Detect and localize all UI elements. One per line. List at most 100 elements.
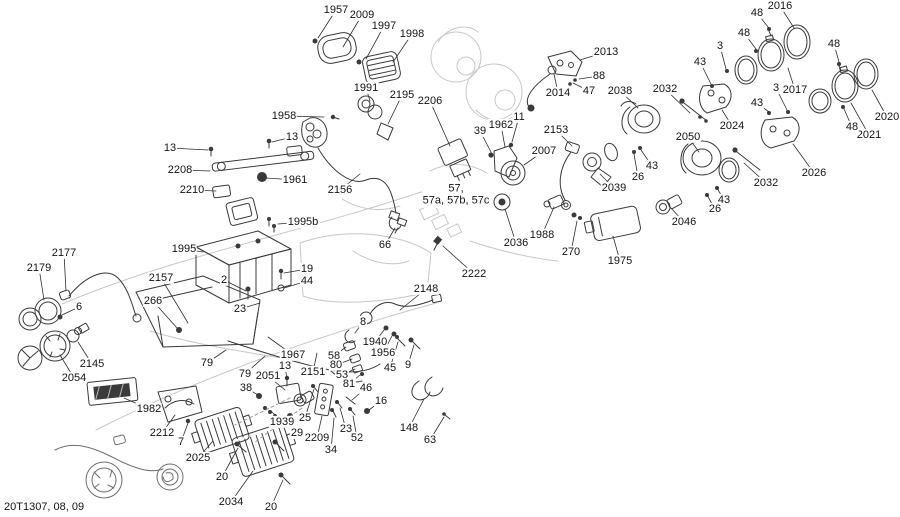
screw-25: [311, 384, 319, 393]
part-callout-79: 79: [199, 356, 215, 370]
part-lamp-sockets: [54, 434, 184, 499]
part-callout-2025: 2025: [184, 451, 212, 465]
screw-1995b: [267, 217, 271, 227]
nut-16: [364, 408, 370, 414]
part-callout-3: 3: [771, 81, 781, 95]
part-callout-266: 266: [142, 294, 164, 308]
part-callout-2151: 2151: [299, 365, 327, 379]
part-callout-1975: 1975: [606, 254, 634, 268]
part-callout-270: 270: [560, 245, 582, 259]
part-callout-29: 29: [289, 426, 305, 440]
part-callout-2007: 2007: [530, 144, 558, 158]
part-vent-1998: [362, 51, 401, 85]
washer-270: [571, 212, 577, 218]
screw-48: [767, 27, 771, 31]
part-callout-16: 16: [373, 394, 389, 408]
part-callout-3: 3: [715, 39, 725, 53]
relay-1975: [583, 205, 641, 242]
part-callout-13: 13: [162, 141, 178, 155]
part-callout-2024: 2024: [718, 119, 746, 133]
part-callout-79: 79: [237, 367, 253, 381]
part-callout-47: 47: [581, 84, 597, 98]
part-callout-2032: 2032: [752, 176, 780, 190]
part-callout-1962: 1962: [487, 118, 515, 132]
screw-48: [837, 62, 841, 66]
part-callout-2034: 2034: [217, 495, 245, 509]
leader-line: [160, 277, 189, 324]
part-battery-1995: [195, 217, 292, 304]
part-callout-38: 38: [238, 381, 254, 395]
part-callout-1982: 1982: [135, 402, 163, 416]
part-callout-1995b: 1995b: [286, 215, 320, 229]
nut-266: [176, 327, 182, 333]
part-callout-2032: 2032: [651, 82, 679, 96]
part-callout-20: 20: [263, 500, 279, 514]
screw-6: [57, 314, 63, 320]
part-callout-45: 45: [382, 361, 398, 375]
part-callout-2212: 2212: [148, 426, 176, 440]
part-callout-1961: 1961: [281, 173, 309, 187]
part-callout-23: 23: [232, 302, 248, 316]
part-callout-1967: 1967: [279, 348, 307, 362]
part-ring-set-right: [679, 58, 879, 171]
part-callout-39: 39: [472, 124, 488, 138]
leader-line: [429, 100, 451, 147]
part-callout-2036: 2036: [502, 236, 530, 250]
part-switch-cluster-2156: [301, 117, 408, 227]
screw-1957: [312, 38, 318, 44]
part-bracket-2013: [527, 50, 583, 112]
part-callout-66: 66: [377, 238, 393, 252]
connector-80: [349, 353, 362, 364]
screw-43: [767, 111, 771, 115]
part-callout-2195: 2195: [388, 88, 416, 102]
part-callout-2157: 2157: [147, 271, 175, 285]
part-callout-48: 48: [736, 26, 752, 40]
screw-34: [330, 408, 337, 418]
part-callout-1958: 1958: [270, 109, 298, 123]
screw-1997: [356, 59, 362, 65]
grommet-1961: [257, 172, 267, 182]
part-callout-2210: 2210: [178, 183, 206, 197]
part-callout-2013: 2013: [592, 45, 620, 59]
part-regulator-2025: [191, 406, 253, 454]
battery-terminal: [235, 243, 241, 249]
part-callout-2050: 2050: [674, 130, 702, 144]
screw-7: [185, 418, 191, 424]
part-headlamp-2050: [655, 140, 740, 215]
part-bracket-2208: [208, 138, 315, 226]
part-callout-2038: 2038: [606, 84, 634, 98]
part-callout-26: 26: [630, 170, 646, 184]
part-callout-2179: 2179: [25, 261, 53, 275]
part-callout-1940: 1940: [361, 335, 389, 349]
part-callout-2009: 2009: [348, 8, 376, 22]
part-callout-2039: 2039: [600, 181, 628, 195]
part-callout-2153: 2153: [542, 123, 570, 137]
part-callout-2209: 2209: [303, 431, 331, 445]
part-callout-9: 9: [403, 358, 413, 372]
part-callout-1988: 1988: [528, 228, 556, 242]
screw-39: [488, 152, 494, 158]
part-callout-2156: 2156: [326, 183, 354, 197]
part-callout-20: 20: [214, 470, 230, 484]
part-plate-1982: [86, 377, 139, 406]
part-callout-26: 26: [707, 202, 723, 216]
part-callout-48: 48: [749, 6, 765, 20]
lamp-2054: [39, 330, 71, 362]
stud-46: [345, 396, 356, 405]
part-callout-48: 48: [826, 37, 842, 51]
part-strip-2209: [311, 382, 370, 418]
part-callout-52: 52: [349, 431, 365, 445]
part-callout-2046: 2046: [670, 215, 698, 229]
washer-1939: [268, 410, 272, 414]
washer-270: [578, 216, 582, 220]
part-1940: [383, 325, 389, 331]
part-horn-2007: [488, 142, 526, 186]
screw-2032: [732, 147, 761, 171]
part-callout-8: 8: [358, 315, 368, 329]
screw-13: [266, 138, 272, 144]
ring-2016: [783, 24, 811, 60]
washer-3: [725, 69, 729, 73]
part-callout-1995: 1995: [170, 242, 198, 256]
part-relay-1975-group: [388, 193, 641, 251]
